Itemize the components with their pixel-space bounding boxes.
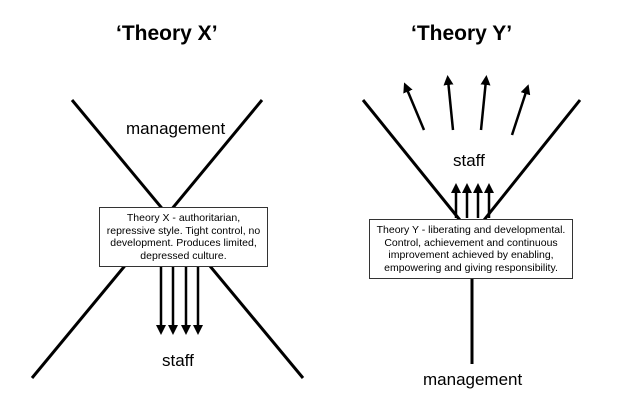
x-down-arrows xyxy=(156,262,203,335)
theory-x-management-label: management xyxy=(126,119,226,138)
y-fan-arrow-4 xyxy=(510,84,531,136)
theory-y-management-label: management xyxy=(423,370,523,389)
theory-y-description-box: Theory Y - liberating and developmental.… xyxy=(369,219,573,279)
y-fan-arrow-3 xyxy=(479,75,491,131)
theory-y-title: ‘Theory Y’ xyxy=(411,22,513,45)
y-fan-arrow-1 xyxy=(403,82,426,131)
theory-y-staff-label: staff xyxy=(453,151,485,170)
theory-x-title: ‘Theory X’ xyxy=(116,22,218,45)
y-fan-arrows xyxy=(403,75,531,136)
theory-x-description-box: Theory X - authoritarian, repressive sty… xyxy=(99,207,268,267)
y-fan-arrow-2 xyxy=(443,75,455,131)
theory-x-staff-label: staff xyxy=(162,351,194,370)
y-v-line-left xyxy=(361,99,474,236)
y-up-arrows xyxy=(451,183,494,218)
